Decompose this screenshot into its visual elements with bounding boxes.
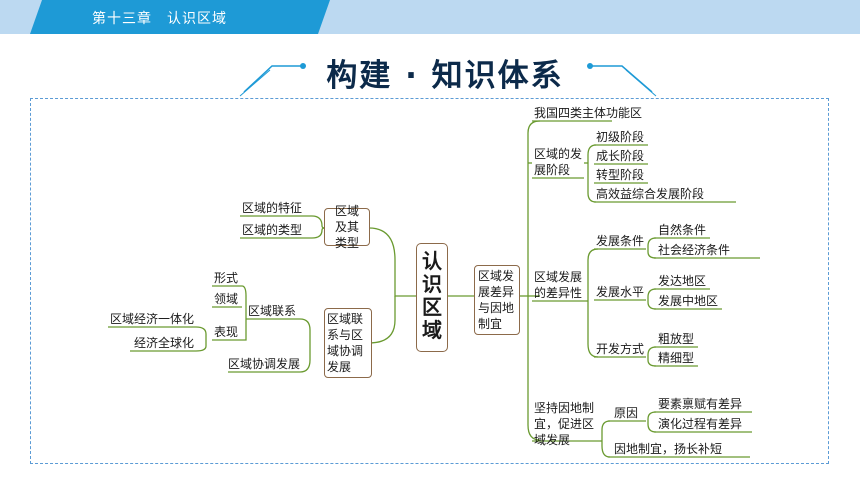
node-adhere-adaptation: 坚持因地制宜，促进区域发展 xyxy=(534,401,595,447)
node-stage-transition: 转型阶段 xyxy=(596,168,645,182)
box-region-and-types-label: 区域及其类型 xyxy=(334,204,359,250)
center-node: 认识区域 xyxy=(416,243,448,352)
box-difference-and-adaptation: 区域发展差异与因地制宜 xyxy=(474,265,520,335)
node-manifest: 表现 xyxy=(214,325,239,339)
node-region-features: 区域的特征 xyxy=(242,201,303,215)
node-function-zones: 我国四类主体功能区 xyxy=(534,106,643,120)
node-dev-level: 发展水平 xyxy=(596,285,645,299)
box-region-and-types: 区域及其类型 xyxy=(324,204,370,250)
center-node-label: 认识区域 xyxy=(422,249,442,342)
node-stage-initial: 初级阶段 xyxy=(596,130,645,144)
node-intensive-mode: 精细型 xyxy=(658,351,695,365)
heading-title: 构建 · 知识体系 xyxy=(326,58,564,94)
node-development-difference: 区域发展的差异性 xyxy=(534,270,583,300)
box-link-and-coordination-label: 区域联系与区域协调发展 xyxy=(327,312,364,374)
node-dev-conditions: 发展条件 xyxy=(596,234,645,248)
node-developing-areas: 发展中地区 xyxy=(658,294,719,308)
chapter-tab xyxy=(30,0,330,34)
node-evolution-differs: 演化过程有差异 xyxy=(658,417,743,431)
heading-ornament xyxy=(239,63,657,97)
node-socioeconomic-conditions: 社会经济条件 xyxy=(658,243,731,257)
node-stage-high-efficiency: 高效益综合发展阶段 xyxy=(596,187,705,201)
node-region-link: 区域联系 xyxy=(248,304,297,318)
node-stage-growth: 成长阶段 xyxy=(596,149,645,163)
node-dev-mode: 开发方式 xyxy=(596,342,645,356)
node-economic-integration: 区域经济一体化 xyxy=(110,312,195,326)
box-link-and-coordination: 区域联系与区域协调发展 xyxy=(324,308,372,378)
node-form: 形式 xyxy=(214,271,239,285)
node-extensive-mode: 粗放型 xyxy=(658,332,695,346)
section-heading: 构建 · 知识体系 xyxy=(0,48,860,98)
node-adapt-locally: 因地制宜，扬长补短 xyxy=(614,442,723,456)
node-coordinated-development: 区域协调发展 xyxy=(228,357,301,371)
node-region-types: 区域的类型 xyxy=(242,223,303,237)
node-natural-conditions: 自然条件 xyxy=(658,223,707,237)
mindmap-frame xyxy=(30,98,829,464)
node-reason: 原因 xyxy=(614,406,639,420)
chapter-title: 第十三章 认识区域 xyxy=(92,11,227,27)
node-endowment-differs: 要素禀赋有差异 xyxy=(658,397,743,411)
node-development-stages: 区域的发展阶段 xyxy=(534,147,583,177)
node-field: 领域 xyxy=(214,292,239,306)
node-developed-areas: 发达地区 xyxy=(658,274,707,288)
box-difference-label: 区域发展差异与因地制宜 xyxy=(478,269,515,331)
node-globalization: 经济全球化 xyxy=(134,336,195,350)
